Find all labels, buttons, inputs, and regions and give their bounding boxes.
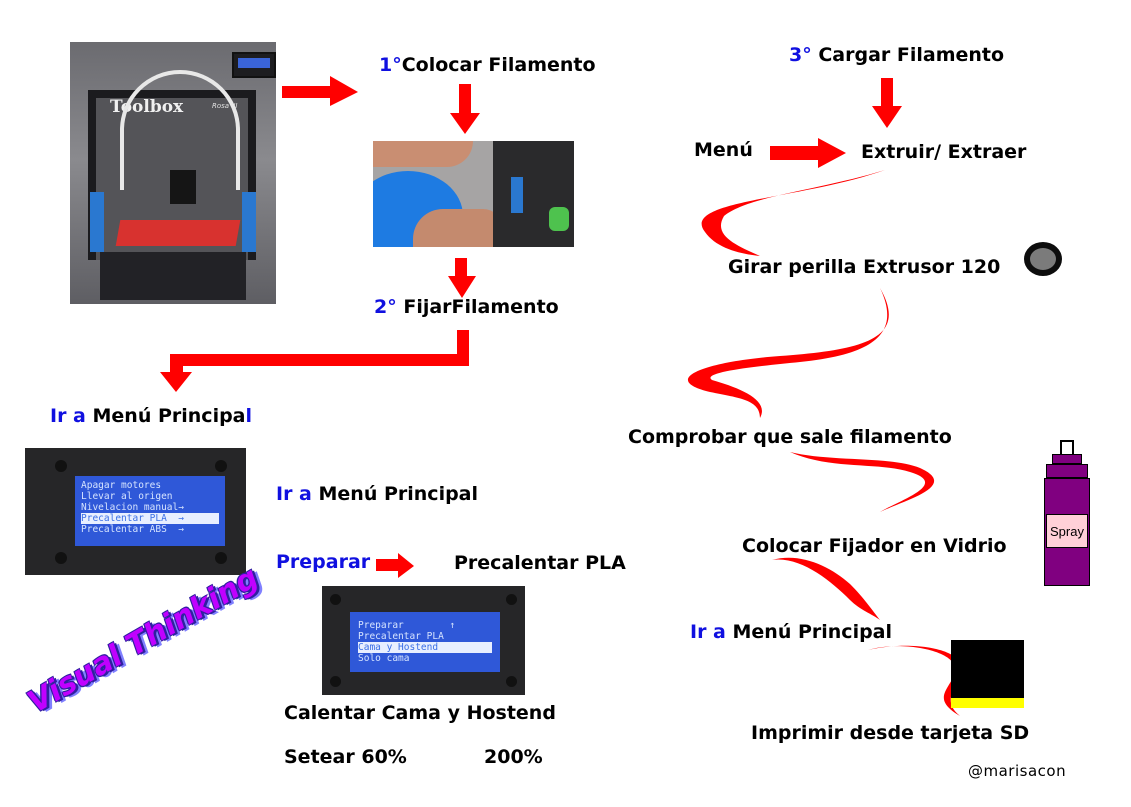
extruder-blue-part [511,177,523,213]
comprobar-label: Comprobar que sale filamento [628,426,952,448]
lcd2-screw-tr [506,594,517,605]
ira1-text: Menú Principa [85,405,246,427]
spray-cap [1052,454,1082,464]
step2-text: FijarFilamento [396,296,559,318]
lcd2-line-0: Preparar ↑ [358,620,456,631]
fijador-label: Colocar Fijador en Vidrio [742,535,1007,557]
spray-label-box: Spray [1046,514,1088,548]
filament-photo [373,141,574,247]
arrow-down-cargar [872,78,902,128]
printer-bed [115,220,241,246]
step1-text: Colocar Filamento [401,54,596,76]
ira3-text: Menú Principal [725,621,893,643]
arrow-down-fijar [448,258,476,298]
ira2-text: Menú Principal [311,483,479,505]
ira2-label: Ir a Menú Principal [276,483,478,505]
step1-label: 1°Colocar Filamento [379,54,596,76]
ira1-prefix: Ir a [50,405,86,427]
step3-label: 3° Cargar Filamento [789,44,1004,66]
printer-rod-right [242,192,256,252]
lcd2-line-3: Solo cama [358,653,410,664]
ribbon-comprobar-to-fijador [790,452,935,512]
ira1-label: Ir a Menú Principal [50,405,252,427]
setear-label: Setear 60% [284,746,407,768]
hand-top [373,141,473,167]
spray-shoulder [1046,464,1088,478]
lcd-photo-1: Apagar motores Llevar al origen Nivelaci… [25,448,246,575]
ira3-prefix: Ir a [690,621,726,643]
lcd1-line-1: Llevar al origen [81,491,173,502]
step2-number: 2° [374,296,397,318]
arrow-elbow-fijar-to-menu [160,330,469,392]
lcd1-line-3: Precalentar PLA → [81,513,219,524]
printer-rod-left [90,192,104,252]
lcd2-screw-bl [330,676,341,687]
lcd1-screw-br [215,552,227,564]
sd-card-icon [951,640,1024,708]
step2-label: 2° FijarFilamento [374,296,559,318]
step3-text: Cargar Filamento [811,44,1005,66]
step1-number: 1° [379,54,402,76]
ira3-label: Ir a Menú Principal [690,621,892,643]
lcd2-screen: Preparar ↑ Precalentar PLA Cama y Hosten… [350,612,500,672]
printer-base [100,252,246,300]
lcd1-screw-tr [215,460,227,472]
hand-bottom [413,209,503,247]
extruir-label: Extruir/ Extraer [861,141,1027,163]
extruder-green-part [549,207,569,231]
printer-lcd [232,52,276,78]
ira1-tail: l [245,405,253,427]
arrow-preparar-to-precalentar [376,553,414,578]
ira2-prefix: Ir a [276,483,312,505]
lcd-photo-2: Preparar ↑ Precalentar PLA Cama y Hosten… [322,586,525,695]
knob-icon [1024,242,1062,276]
lcd1-screw-bl [55,552,67,564]
credit: @marisacon [968,762,1067,780]
lcd2-line-2: Cama y Hostend [358,642,492,653]
girar-label: Girar perilla Extrusor 120 [728,256,1001,278]
lcd1-line-2: Nivelacion manual→ [81,502,184,513]
ribbon-girar-to-comprobar [687,288,889,418]
setear-value: 200% [484,746,543,768]
filament-tube [120,70,240,190]
arrow-printer-to-colocar [282,76,358,106]
imprimir-label: Imprimir desde tarjeta SD [751,722,1030,744]
printer-photo: Toolbox Rosa III [70,42,276,304]
sd-card-stripe [951,698,1024,708]
arrow-menu-to-extruir [770,138,846,168]
lcd1-line-4: Precalentar ABS → [81,524,184,535]
preparar-label: Preparar [276,551,371,573]
step3-number: 3° [789,44,812,66]
precalentar-label: Precalentar PLA [454,552,626,574]
arrow-down-colocar [450,84,480,134]
lcd1-screen: Apagar motores Llevar al origen Nivelaci… [75,476,225,546]
ribbon-menu-to-imprimir [868,645,963,716]
spray-can-icon: Spray [1044,440,1090,586]
calentar-label: Calentar Cama y Hostend [284,702,556,724]
lcd1-line-0: Apagar motores [81,480,162,491]
spray-label: Spray [1050,523,1084,539]
lcd1-screw-tl [55,460,67,472]
menu-label: Menú [694,139,753,161]
printer-head [170,170,196,204]
lcd2-screw-br [506,676,517,687]
lcd2-line-1: Precalentar PLA [358,631,444,642]
lcd2-screw-tl [330,594,341,605]
extruder-block [493,141,574,247]
ribbon-fijador-to-menu [772,557,880,620]
ribbon-extruir-to-girar [701,170,885,256]
